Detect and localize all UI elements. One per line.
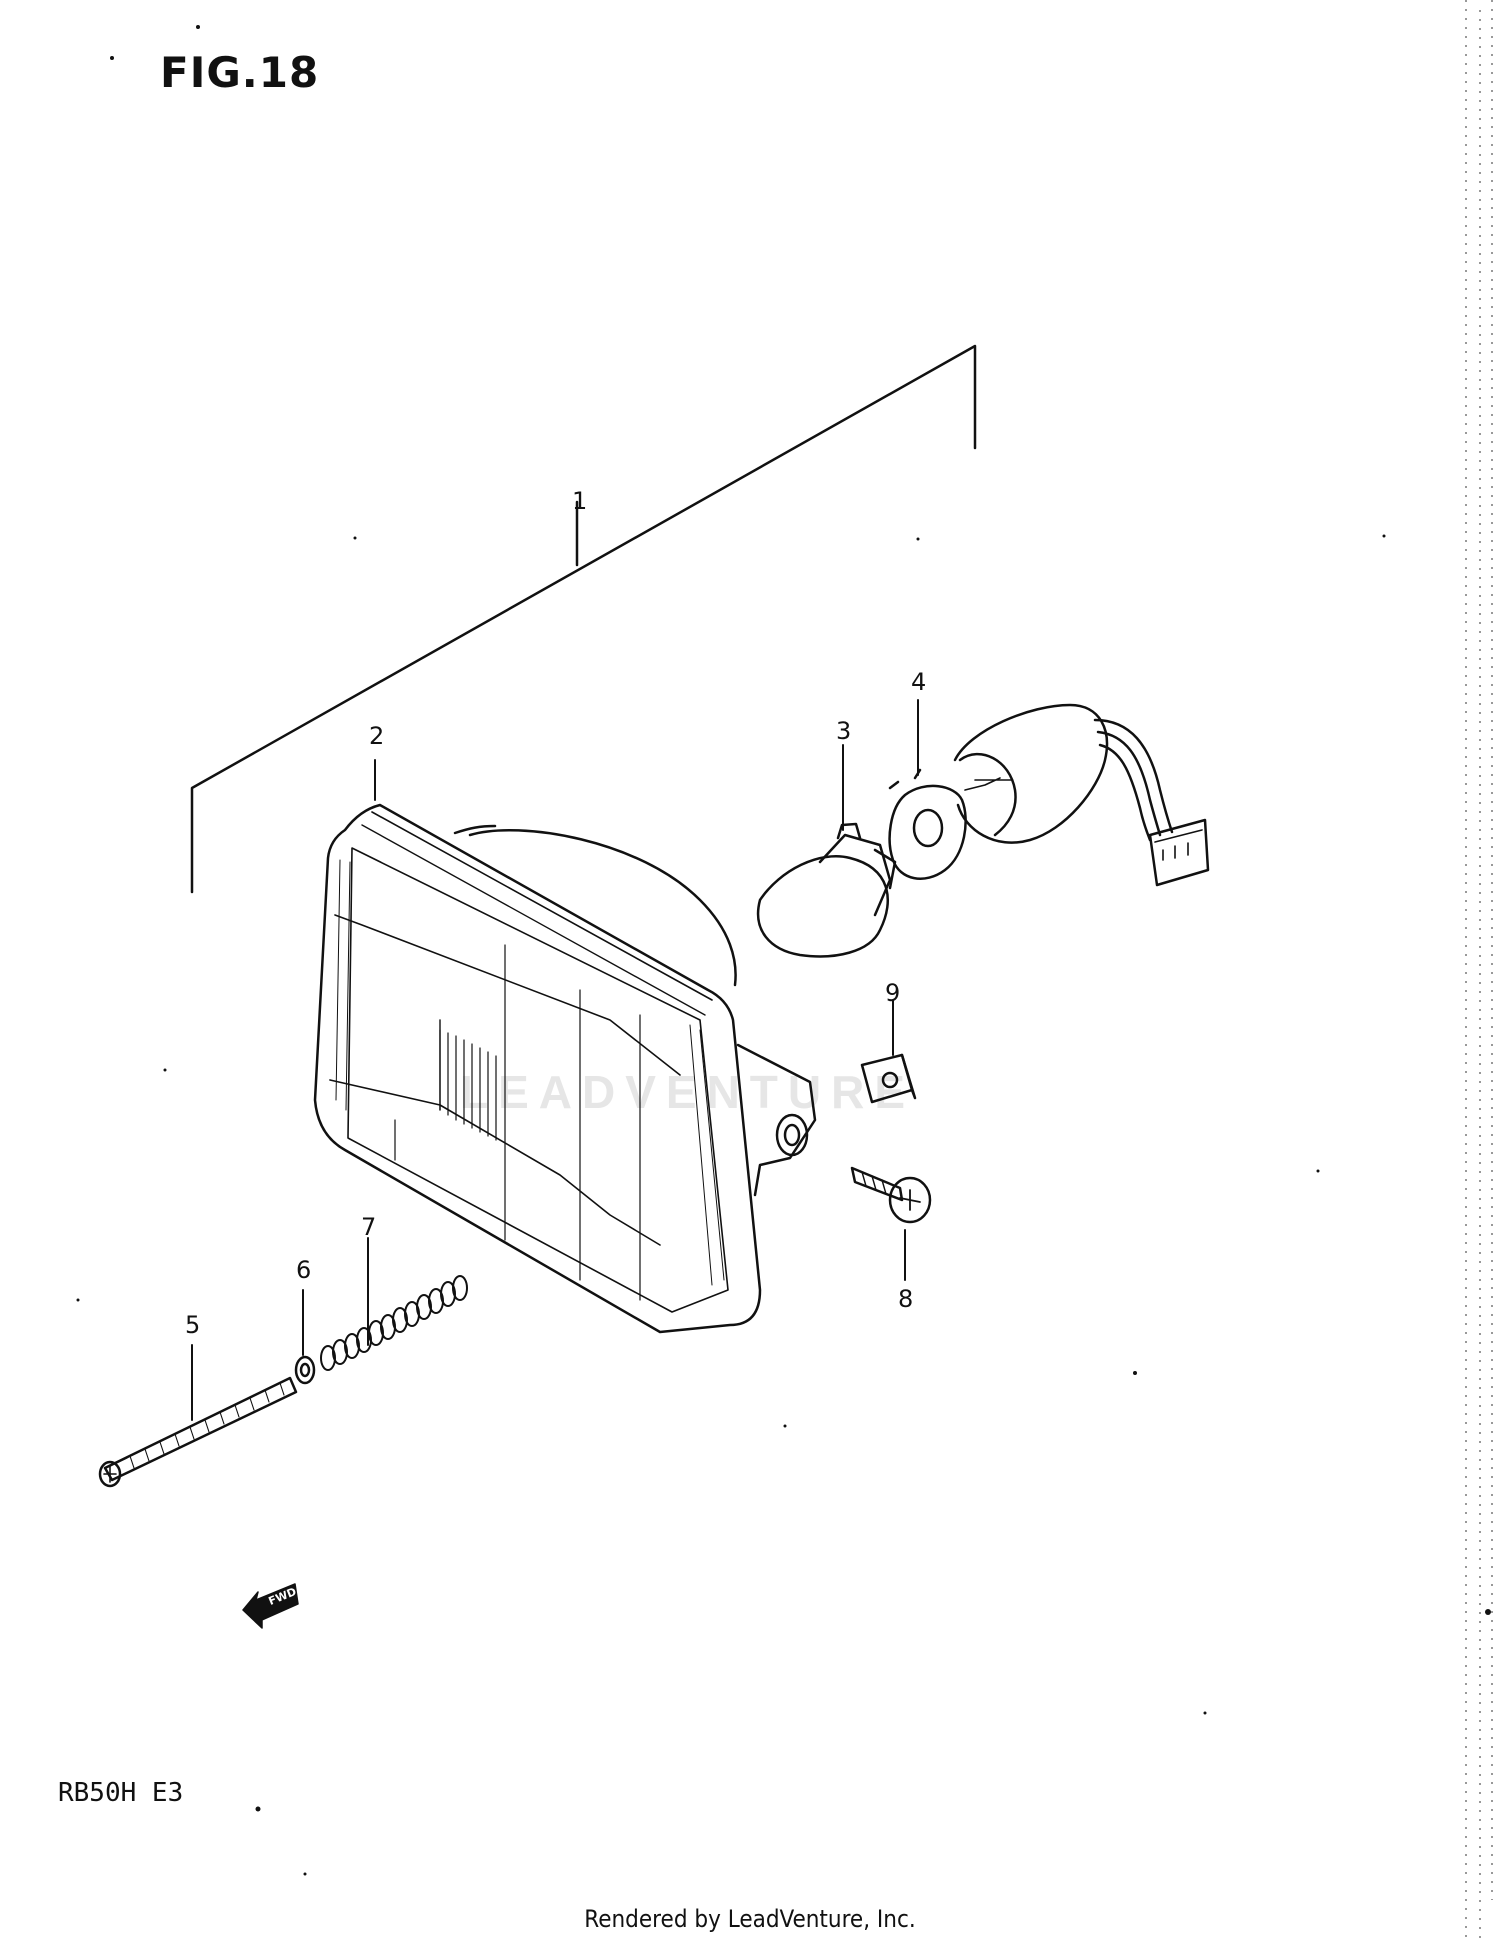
headlamp-unit (313, 803, 817, 1334)
washer (294, 1355, 316, 1385)
leader-lines (191, 699, 919, 1421)
callout-6: 6 (296, 1256, 312, 1284)
leadventure-watermark: LEADVENTURE (460, 1066, 916, 1118)
callout-3: 3 (836, 717, 852, 745)
callout-5: 5 (185, 1311, 201, 1339)
scan-edge-noise (1465, 0, 1493, 1941)
bulb-socket (888, 703, 1210, 887)
callout-4: 4 (911, 668, 927, 696)
callout-7: 7 (361, 1213, 377, 1241)
callout-2: 2 (369, 722, 385, 750)
long-screw (98, 1376, 298, 1488)
spring (320, 1275, 468, 1371)
bulb (756, 822, 897, 958)
footer-credit: Rendered by LeadVenture, Inc. (584, 1905, 916, 1933)
square-nut (860, 1053, 917, 1104)
model-code: RB50H E3 (58, 1778, 184, 1808)
assembly-bracket-1 (190, 344, 977, 894)
callout-1: 1 (572, 487, 588, 515)
figure-title: FIG.18 (160, 48, 320, 97)
fwd-arrow-icon (242, 1583, 299, 1629)
adjusting-screw (850, 1166, 932, 1224)
scan-specks (76, 25, 1491, 1876)
callout-8: 8 (898, 1285, 914, 1313)
callout-9: 9 (885, 979, 901, 1007)
